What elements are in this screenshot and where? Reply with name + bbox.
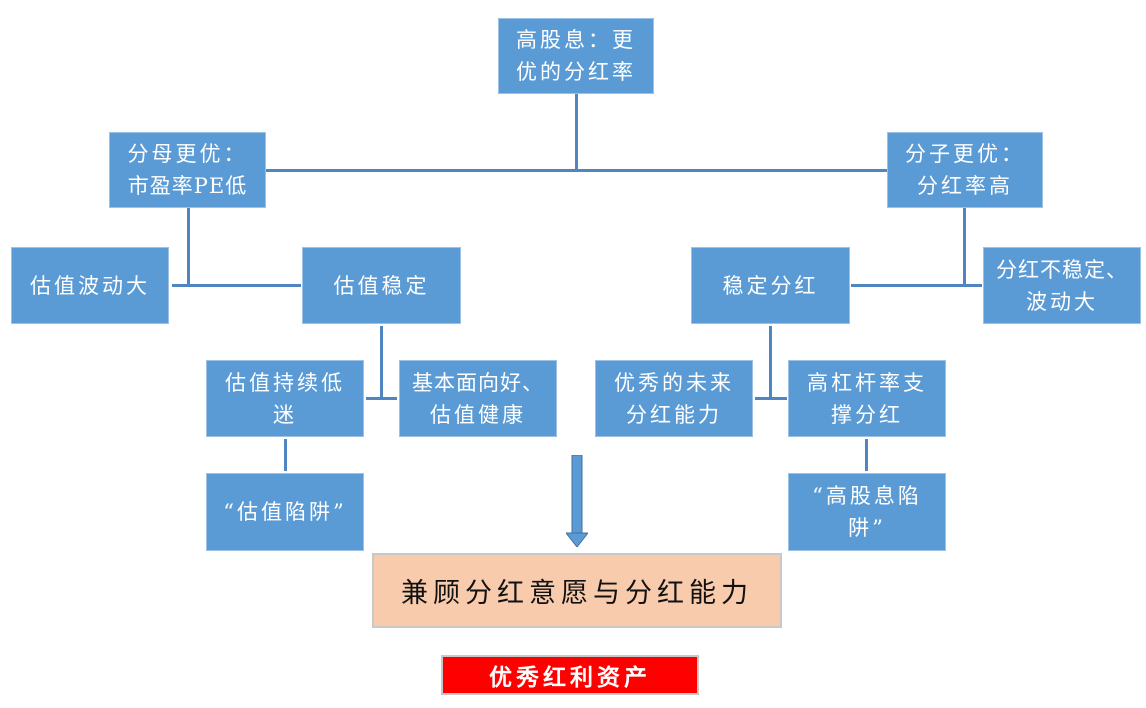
result-box: 优秀红利资产 xyxy=(441,655,699,695)
conclusion-text: 兼顾分红意愿与分红能力 xyxy=(401,578,753,609)
node-text: 估值持续低 xyxy=(225,370,345,395)
node-future-dividend: 优秀的未来 分红能力 xyxy=(595,360,753,437)
node-stable-dividend: 稳定分红 xyxy=(691,247,850,324)
node-denominator: 分母更优： 市盈率PE低 xyxy=(109,132,266,208)
node-text: “高股息陷 xyxy=(812,484,922,508)
node-text: 估值健康 xyxy=(430,402,526,427)
node-root: 高股息：更 优的分红率 xyxy=(498,18,654,94)
node-text: 阱” xyxy=(848,516,886,540)
node-text: 估值波动大 xyxy=(30,273,150,298)
connector xyxy=(380,326,383,399)
node-text: 分红不稳定、 xyxy=(996,257,1128,282)
node-fundamentals-good: 基本面向好、 估值健康 xyxy=(399,360,557,437)
node-high-leverage: 高杠杆率支 撑分红 xyxy=(788,360,946,437)
node-text: 优秀的未来 xyxy=(614,370,734,395)
connector xyxy=(284,439,287,471)
node-valuation-trap: “估值陷阱” xyxy=(206,473,364,551)
connector xyxy=(266,169,887,172)
connector xyxy=(575,94,578,171)
node-text: 分红率高 xyxy=(917,174,1013,198)
node-numerator: 分子更优： 分红率高 xyxy=(887,132,1043,208)
connector xyxy=(963,208,966,286)
node-text: 高股息：更 xyxy=(516,28,636,52)
node-text: “估值陷阱” xyxy=(223,500,347,524)
connector xyxy=(366,397,397,400)
node-dividend-unstable: 分红不稳定、 波动大 xyxy=(983,247,1141,324)
node-text: 分母更优： xyxy=(127,142,248,166)
node-text: 基本面向好、 xyxy=(412,370,544,395)
node-text: 波动大 xyxy=(1026,289,1098,314)
connector xyxy=(769,326,772,399)
node-text: 分子更优： xyxy=(905,142,1025,166)
result-text: 优秀红利资产 xyxy=(489,664,651,691)
node-text: 迷 xyxy=(273,402,297,427)
node-dividend-trap: “高股息陷 阱” xyxy=(788,473,946,551)
node-text: 稳定分红 xyxy=(722,273,819,298)
node-valuation-stable: 估值稳定 xyxy=(302,247,461,324)
node-text: 高杠杆率支 xyxy=(807,370,927,395)
node-valuation-low: 估值持续低 迷 xyxy=(206,360,364,437)
node-valuation-volatile: 估值波动大 xyxy=(11,247,169,324)
node-text: 撑分红 xyxy=(831,402,903,427)
node-text: 分红能力 xyxy=(626,402,722,427)
connector xyxy=(851,284,982,287)
node-text: 估值稳定 xyxy=(333,273,430,298)
connector xyxy=(865,439,868,471)
conclusion-box: 兼顾分红意愿与分红能力 xyxy=(372,553,782,628)
connector xyxy=(187,208,190,286)
connector xyxy=(755,397,787,400)
connector xyxy=(172,284,301,287)
down-arrow-icon xyxy=(566,455,588,547)
node-text: 市盈率PE低 xyxy=(127,174,248,198)
node-text: 优的分红率 xyxy=(516,60,636,84)
